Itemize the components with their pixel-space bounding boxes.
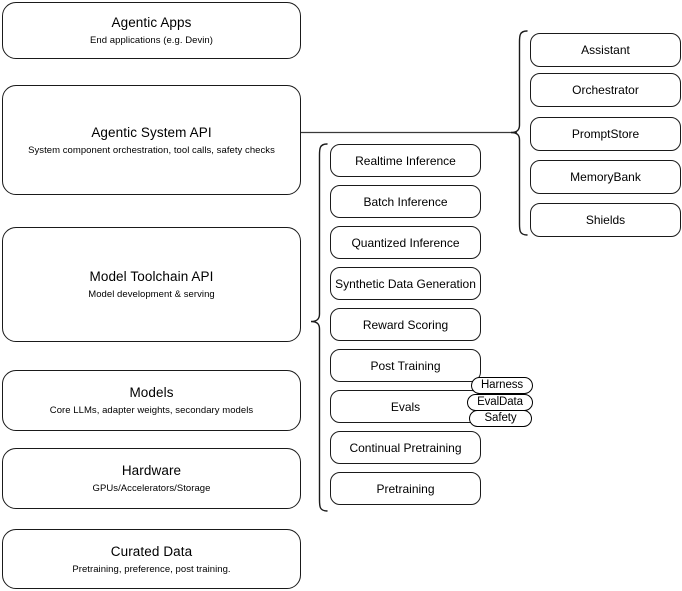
eval-badge-safety[interactable]: Safety: [469, 410, 532, 427]
toolchain-item-batch-inference[interactable]: Batch Inference: [330, 185, 481, 218]
layer-subtitle: End applications (e.g. Devin): [90, 35, 213, 46]
system-component-label: MemoryBank: [570, 170, 641, 184]
layer-hardware[interactable]: Hardware GPUs/Accelerators/Storage: [2, 448, 301, 509]
system-component-assistant[interactable]: Assistant: [530, 33, 681, 67]
system-component-label: PromptStore: [571, 127, 640, 141]
toolchain-item-label: Post Training: [370, 358, 441, 373]
system-component-orchestrator[interactable]: Orchestrator: [530, 73, 681, 107]
layer-title: Curated Data: [110, 543, 193, 559]
toolchain-item-synthetic-data-generation[interactable]: Synthetic Data Generation: [330, 267, 481, 300]
system-component-label: Orchestrator: [572, 83, 639, 97]
toolchain-item-label: Synthetic Data Generation: [335, 276, 476, 291]
toolchain-item-pretraining[interactable]: Pretraining: [330, 472, 481, 505]
eval-badge-evaldata[interactable]: EvalData: [467, 394, 533, 411]
toolchain-items-brace: [310, 143, 328, 512]
layer-title: Agentic System API: [91, 124, 212, 140]
layer-model-toolchain-api[interactable]: Model Toolchain API Model development & …: [2, 227, 301, 342]
toolchain-item-realtime-inference[interactable]: Realtime Inference: [330, 144, 481, 177]
eval-badge-label: EvalData: [477, 395, 523, 408]
layer-subtitle: GPUs/Accelerators/Storage: [92, 483, 211, 494]
system-component-promptstore[interactable]: PromptStore: [530, 117, 681, 151]
toolchain-item-label: Evals: [390, 399, 421, 414]
toolchain-item-post-training[interactable]: Post Training: [330, 349, 481, 382]
layer-subtitle: Model development & serving: [88, 289, 215, 300]
system-component-shields[interactable]: Shields: [530, 203, 681, 237]
toolchain-item-label: Realtime Inference: [355, 153, 456, 168]
layer-subtitle: Core LLMs, adapter weights, secondary mo…: [49, 405, 254, 416]
system-components-brace: [510, 30, 528, 236]
system-component-memorybank[interactable]: MemoryBank: [530, 160, 681, 194]
toolchain-item-continual-pretraining[interactable]: Continual Pretraining: [330, 431, 481, 464]
layer-subtitle: System component orchestration, tool cal…: [28, 144, 275, 156]
eval-badge-label: Harness: [480, 378, 524, 391]
system-component-label: Shields: [585, 213, 626, 227]
eval-badge-label: Safety: [484, 411, 517, 424]
eval-badge-harness[interactable]: Harness: [471, 377, 533, 394]
layer-title: Agentic Apps: [111, 15, 192, 30]
toolchain-item-label: Pretraining: [376, 481, 435, 496]
layer-agentic-apps[interactable]: Agentic Apps End applications (e.g. Devi…: [2, 2, 301, 59]
layer-title: Models: [129, 385, 174, 400]
toolchain-item-label: Reward Scoring: [362, 317, 449, 332]
toolchain-item-label: Batch Inference: [363, 194, 448, 209]
toolchain-item-label: Continual Pretraining: [349, 440, 462, 455]
toolchain-item-quantized-inference[interactable]: Quantized Inference: [330, 226, 481, 259]
toolchain-item-reward-scoring[interactable]: Reward Scoring: [330, 308, 481, 341]
layer-agentic-system-api[interactable]: Agentic System API System component orch…: [2, 85, 301, 195]
layer-title: Model Toolchain API: [89, 269, 214, 284]
layer-curated-data[interactable]: Curated Data Pretraining, preference, po…: [2, 529, 301, 589]
toolchain-item-label: Quantized Inference: [351, 235, 460, 250]
layer-subtitle: Pretraining, preference, post training.: [72, 563, 231, 575]
toolchain-item-evals[interactable]: Evals: [330, 390, 481, 423]
system-component-label: Assistant: [581, 43, 630, 57]
layer-models[interactable]: Models Core LLMs, adapter weights, secon…: [2, 370, 301, 431]
layer-title: Hardware: [121, 463, 182, 478]
